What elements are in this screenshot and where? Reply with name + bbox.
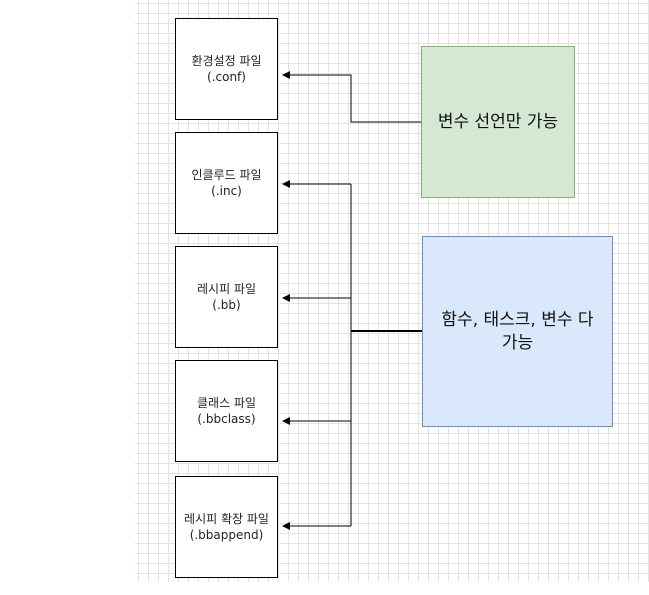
file-box-bbappend[interactable]: 레시피 확장 파일 (.bbappend) xyxy=(175,476,278,578)
file-box-label: 클래스 파일 xyxy=(196,396,256,410)
file-box-extension: (.bb) xyxy=(212,298,241,312)
arrow-variables-to-conf xyxy=(282,71,421,123)
file-box-extension: (.conf) xyxy=(207,70,246,84)
file-box-extension: (.inc) xyxy=(211,184,242,198)
note-variables-only[interactable]: 변수 선언만 가능 xyxy=(421,46,575,198)
note-all-allowed[interactable]: 함수, 태스크, 변수 다 가능 xyxy=(422,236,613,427)
file-box-bb[interactable]: 레시피 파일 (.bb) xyxy=(175,246,278,348)
file-box-label: 레시피 파일 xyxy=(196,282,256,296)
file-box-inc[interactable]: 인클루드 파일 (.inc) xyxy=(175,132,278,234)
file-box-extension: (.bbclass) xyxy=(197,412,256,426)
file-box-label: 환경설정 파일 xyxy=(191,54,262,68)
file-box-extension: (.bbappend) xyxy=(189,528,264,542)
note-text: 변수 선언만 가능 xyxy=(437,111,559,132)
file-box-label: 인클루드 파일 xyxy=(191,168,262,182)
note-text: 함수, 태스크, 변수 다 가능 xyxy=(441,309,594,353)
file-box-bbclass[interactable]: 클래스 파일 (.bbclass) xyxy=(175,360,278,462)
file-box-conf[interactable]: 환경설정 파일 (.conf) xyxy=(175,18,278,120)
file-box-label: 레시피 확장 파일 xyxy=(184,512,269,526)
